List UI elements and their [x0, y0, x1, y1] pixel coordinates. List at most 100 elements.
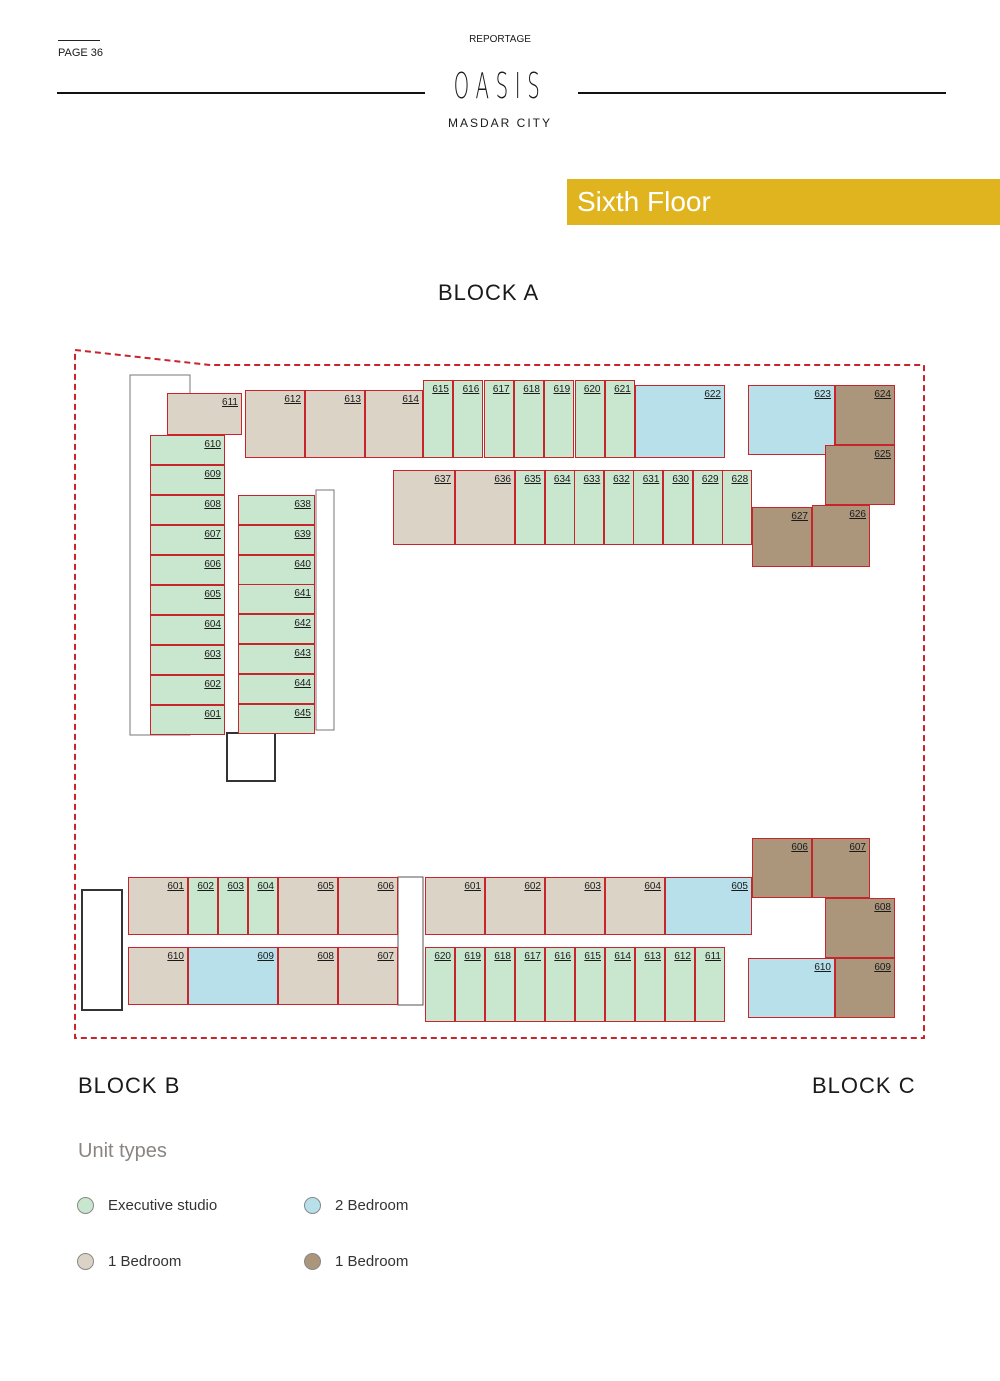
unit-number: 603: [204, 649, 221, 660]
unit-618: 618: [485, 947, 515, 1022]
unit-604: 604: [248, 877, 278, 935]
unit-number: 601: [464, 881, 481, 892]
unit-number: 628: [731, 474, 749, 485]
unit-620: 620: [425, 947, 455, 1022]
unit-number: 622: [704, 389, 721, 400]
unit-number: 608: [317, 951, 334, 962]
unit-number: 633: [583, 474, 601, 485]
floor-title-banner: Sixth Floor: [567, 179, 1000, 225]
unit-615: 615: [423, 380, 453, 458]
unit-620: 620: [574, 380, 605, 458]
unit-601: 601: [150, 705, 225, 735]
header-rule-right: [578, 92, 946, 94]
unit-619: 619: [455, 947, 485, 1022]
unit-number: 619: [464, 951, 481, 962]
unit-608: 608: [150, 495, 225, 525]
unit-number: 603: [584, 881, 601, 892]
unit-608: 608: [278, 947, 338, 1005]
unit-608: 608: [825, 898, 895, 958]
unit-number: 629: [701, 474, 719, 485]
unit-number: 608: [204, 499, 221, 510]
legend-title: Unit types: [78, 1140, 167, 1162]
unit-number: 631: [642, 474, 660, 485]
unit-number: 624: [874, 389, 891, 400]
unit-number: 609: [204, 469, 221, 480]
unit-number: 642: [294, 618, 311, 630]
unit-number: 620: [434, 951, 451, 962]
unit-629: 629: [692, 470, 723, 545]
unit-634: 634: [544, 470, 575, 545]
unit-605: 605: [665, 877, 752, 935]
unit-615: 615: [575, 947, 605, 1022]
legend-item-studio: Executive studio: [77, 1197, 217, 1214]
unit-number: 617: [524, 951, 541, 962]
unit-612: 612: [665, 947, 695, 1022]
unit-641: 641: [238, 584, 315, 615]
unit-619: 619: [544, 380, 575, 458]
block-c-label: BLOCK C: [812, 1073, 916, 1098]
legend-label: 2 Bedroom: [335, 1197, 409, 1214]
logo-subtitle: MASDAR CITY: [447, 116, 552, 130]
unit-number: 606: [377, 881, 394, 892]
unit-614: 614: [365, 390, 423, 458]
unit-607: 607: [338, 947, 398, 1005]
unit-number: 601: [167, 881, 184, 892]
unit-602: 602: [188, 877, 218, 935]
unit-number: 644: [294, 677, 311, 689]
unit-number: 613: [644, 951, 661, 962]
unit-617: 617: [483, 380, 514, 458]
unit-number: 638: [294, 499, 311, 510]
unit-628: 628: [722, 470, 753, 545]
page-number-rule: [58, 40, 100, 41]
unit-number: 605: [731, 881, 748, 892]
unit-number: 618: [523, 384, 540, 395]
unit-number: 639: [294, 528, 311, 540]
unit-623: 623: [748, 385, 835, 455]
legend-item-1-bedroom: 1 Bedroom: [77, 1253, 181, 1270]
legend-label: Executive studio: [108, 1197, 218, 1214]
unit-644: 644: [238, 673, 315, 704]
unit-number: 626: [849, 509, 866, 520]
unit-number: 606: [791, 842, 808, 853]
1-bedroom-alt-swatch: [304, 1253, 321, 1270]
unit-number: 620: [583, 384, 601, 395]
unit-616: 616: [453, 380, 484, 458]
unit-number: 643: [294, 648, 311, 659]
unit-number: 632: [613, 474, 630, 485]
unit-635: 635: [515, 470, 545, 545]
unit-603: 603: [545, 877, 605, 935]
unit-609: 609: [835, 958, 895, 1018]
unit-632: 632: [603, 470, 634, 545]
unit-number: 604: [644, 881, 661, 892]
unit-number: 610: [167, 951, 184, 962]
unit-602: 602: [150, 675, 225, 705]
unit-number: 616: [462, 384, 480, 395]
unit-630: 630: [663, 470, 693, 545]
unit-609: 609: [150, 465, 225, 495]
unit-number: 621: [614, 384, 631, 395]
unit-number: 618: [494, 951, 511, 962]
unit-number: 604: [204, 619, 221, 630]
unit-number: 602: [524, 881, 541, 892]
unit-number: 637: [434, 474, 451, 485]
unit-number: 609: [257, 951, 274, 962]
unit-number: 610: [814, 962, 831, 973]
unit-number: 615: [432, 384, 449, 395]
unit-number: 612: [674, 951, 691, 962]
legend-label: 1 Bedroom: [108, 1253, 182, 1270]
unit-number: 606: [204, 559, 221, 570]
unit-604: 604: [605, 877, 665, 935]
unit-number: 617: [492, 384, 510, 395]
unit-642: 642: [238, 614, 315, 645]
unit-645: 645: [238, 703, 315, 734]
unit-606: 606: [338, 877, 398, 935]
unit-number: 612: [284, 394, 301, 405]
unit-610: 610: [128, 947, 188, 1005]
unit-number: 614: [614, 951, 631, 962]
unit-number: 604: [257, 881, 274, 892]
unit-609: 609: [188, 947, 278, 1005]
unit-621: 621: [604, 380, 635, 458]
unit-number: 607: [849, 842, 866, 853]
unit-number: 613: [344, 394, 361, 405]
